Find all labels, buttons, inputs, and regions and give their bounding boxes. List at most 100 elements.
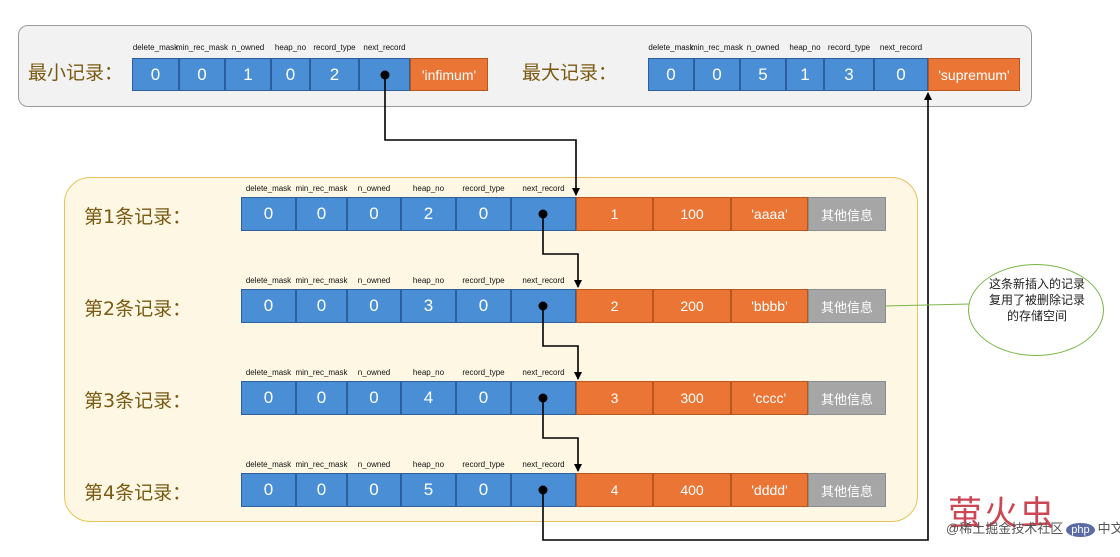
- arrow-record-4-to-supremum: [542, 92, 932, 541]
- other-info-cell: 其他信息: [808, 289, 886, 323]
- field-header: n_owned: [357, 184, 391, 193]
- field-cell: 0: [347, 473, 401, 507]
- data-cell: 'aaaa': [731, 197, 808, 231]
- arrow-record-3-to-record-4-origin-dot: [538, 393, 548, 403]
- field-cell: 0: [456, 289, 511, 323]
- field-cell: 0: [347, 197, 401, 231]
- record-content-cell: 'infimum': [410, 58, 488, 91]
- field-header: min_rec_mask: [295, 276, 348, 285]
- field-cell: 0: [241, 473, 296, 507]
- field-header: min_rec_mask: [175, 43, 229, 52]
- callout-line-1: 这条新插入的记录: [988, 277, 1085, 291]
- other-info-cell: 其他信息: [808, 473, 886, 507]
- field-header: n_owned: [231, 43, 265, 52]
- field-cell: 0: [296, 381, 347, 415]
- data-cell: 1: [576, 197, 653, 231]
- arrow-record-4-to-supremum-origin-dot: [538, 485, 548, 495]
- field-header: delete_mask: [245, 184, 292, 193]
- field-cell: 5: [401, 473, 456, 507]
- field-header: n_owned: [357, 460, 391, 469]
- field-header: heap_no: [789, 43, 821, 52]
- field-header: record_type: [462, 276, 505, 285]
- arrow-record-1-to-record-2-origin-dot: [538, 209, 548, 219]
- callout-text: 这条新插入的记录 复用了被删除记录 的存储空间: [978, 276, 1096, 324]
- field-cell: 0: [296, 197, 347, 231]
- field-header: record_type: [462, 460, 505, 469]
- data-cell: 4: [576, 473, 653, 507]
- watermark-footer-text: @稀土掘金技术社区: [946, 521, 1064, 536]
- data-cell: 'dddd': [731, 473, 808, 507]
- field-cell: 0: [179, 58, 225, 91]
- record-label-1: 第1条记录：: [84, 206, 192, 228]
- data-cell: 'bbbb': [731, 289, 808, 323]
- watermark-site: 中文网: [1097, 521, 1120, 536]
- field-cell: 3: [401, 289, 456, 323]
- php-badge: php: [1066, 523, 1095, 537]
- field-header: min_rec_mask: [295, 460, 348, 469]
- field-header: next_record: [879, 43, 923, 52]
- field-header: min_rec_mask: [690, 43, 744, 52]
- data-cell: 300: [653, 381, 731, 415]
- field-header: heap_no: [412, 460, 445, 469]
- field-header: delete_mask: [245, 276, 292, 285]
- field-header: delete_mask: [132, 43, 179, 52]
- data-cell: 400: [653, 473, 731, 507]
- field-cell: 5: [740, 58, 786, 91]
- field-header: heap_no: [412, 368, 445, 377]
- field-cell: 0: [132, 58, 179, 91]
- field-cell: 2: [401, 197, 456, 231]
- field-header: n_owned: [357, 276, 391, 285]
- field-cell: 0: [271, 58, 310, 91]
- field-cell: 0: [456, 473, 511, 507]
- field-cell: 1: [225, 58, 271, 91]
- field-cell: 0: [296, 473, 347, 507]
- field-header: next_record: [522, 184, 565, 193]
- data-cell: 3: [576, 381, 653, 415]
- field-cell: 0: [648, 58, 694, 91]
- watermark-footer: @稀土掘金技术社区php中文网: [946, 518, 1120, 537]
- field-cell: 0: [347, 289, 401, 323]
- field-header: heap_no: [412, 184, 445, 193]
- field-header: delete_mask: [245, 368, 292, 377]
- record-content-cell: 'supremum': [928, 58, 1020, 91]
- field-header: record_type: [462, 368, 505, 377]
- field-header: min_rec_mask: [295, 368, 348, 377]
- field-header: record_type: [462, 184, 505, 193]
- data-cell: 100: [653, 197, 731, 231]
- arrow-record-2-to-record-3: [542, 306, 582, 380]
- field-cell: 0: [241, 381, 296, 415]
- next-record-cell: 0: [874, 58, 928, 91]
- record-label-4: 第4条记录：: [84, 482, 192, 504]
- field-cell: 0: [241, 289, 296, 323]
- data-cell: 'cccc': [731, 381, 808, 415]
- field-header: record_type: [827, 43, 871, 52]
- field-cell: 0: [694, 58, 740, 91]
- field-cell: 0: [296, 289, 347, 323]
- field-header: n_owned: [746, 43, 780, 52]
- callout-line-3: 的存储空间: [1006, 309, 1067, 323]
- arrow-record-2-to-record-3-origin-dot: [538, 301, 548, 311]
- callout-line-2: 复用了被删除记录: [988, 293, 1085, 307]
- field-header: delete_mask: [245, 460, 292, 469]
- field-cell: 0: [456, 197, 511, 231]
- arrow-infimum-to-record-1-origin-dot: [380, 70, 390, 80]
- field-header: next_record: [522, 460, 565, 469]
- field-header: next_record: [522, 368, 565, 377]
- arrow-record-3-to-record-4: [542, 398, 582, 472]
- arrow-infimum-to-record-1: [384, 75, 580, 196]
- field-cell: 0: [456, 381, 511, 415]
- field-header: next_record: [363, 43, 406, 52]
- field-header: next_record: [522, 276, 565, 285]
- other-info-cell: 其他信息: [808, 381, 886, 415]
- data-cell: 200: [653, 289, 731, 323]
- record-label-3: 第3条记录：: [84, 390, 192, 412]
- watermark-brand: 萤火虫: [948, 494, 1056, 534]
- field-cell: 1: [786, 58, 824, 91]
- field-header: record_type: [313, 43, 356, 52]
- field-header: heap_no: [274, 43, 307, 52]
- field-header: min_rec_mask: [295, 184, 348, 193]
- field-cell: 2: [310, 58, 359, 91]
- min-record-label: 最小记录：: [28, 62, 124, 84]
